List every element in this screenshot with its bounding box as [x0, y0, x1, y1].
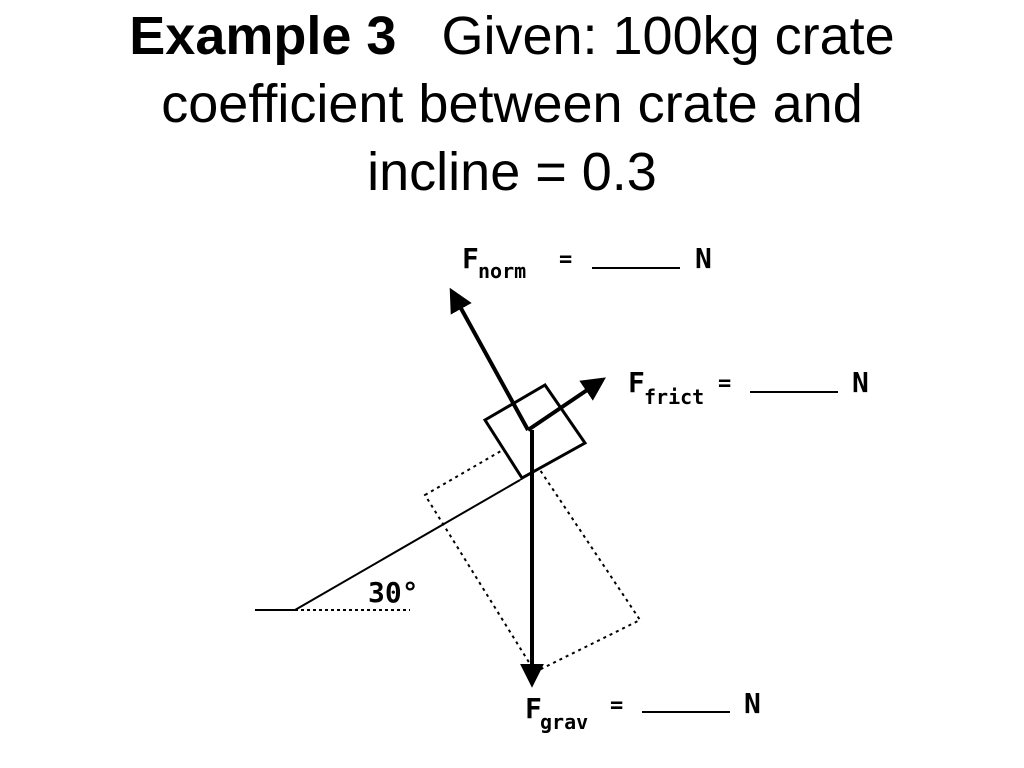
title-given: Given: 100kg crate — [441, 6, 895, 66]
component-dotted-rectangle — [423, 438, 642, 674]
f-frict-base: F — [628, 366, 645, 399]
incline-line — [294, 479, 521, 611]
f-grav-equals: = — [610, 693, 623, 718]
f-grav-unit: N — [744, 687, 761, 720]
title-example-label: Example 3 — [129, 6, 397, 66]
f-norm-base: F — [462, 242, 479, 275]
title-line-3: incline = 0.3 — [367, 142, 657, 202]
f-norm-unit: N — [695, 242, 712, 275]
crate — [482, 383, 588, 480]
f-frict-subscript: frict — [644, 385, 704, 409]
normal-force-arrow — [449, 287, 530, 431]
f-frict-equals: = — [718, 371, 731, 396]
f-norm-equals: = — [559, 247, 572, 272]
friction-force-arrow — [526, 377, 606, 432]
f-grav-base: F — [525, 692, 542, 725]
f-frict-label: F frict = N — [628, 366, 869, 409]
f-norm-subscript: norm — [478, 259, 526, 283]
angle-label: 30° — [368, 576, 419, 609]
title-line-2: coefficient between crate and — [161, 74, 863, 134]
f-norm-label: F norm = N — [462, 242, 712, 283]
f-grav-subscript: grav — [540, 710, 588, 734]
slide-title: Example 3 Given: 100kg crate coefficient… — [0, 2, 1024, 206]
title-line-1: Example 3 Given: 100kg crate — [0, 2, 1024, 70]
f-frict-unit: N — [852, 366, 869, 399]
f-grav-label: F grav = N — [525, 687, 761, 734]
